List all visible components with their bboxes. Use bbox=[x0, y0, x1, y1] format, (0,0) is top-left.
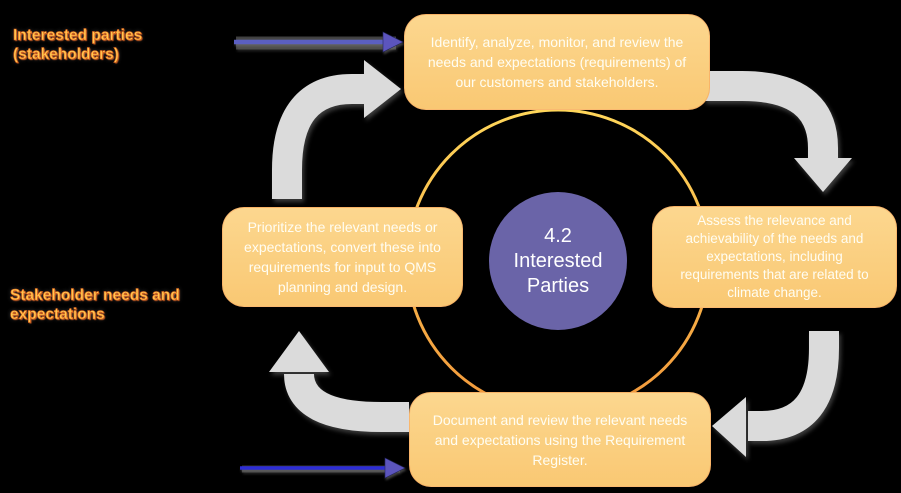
cycle-arrow-right-to-bottom-body bbox=[748, 331, 839, 441]
label-pointer-arrow-top bbox=[234, 31, 404, 53]
cycle-arrow-left-to-top bbox=[272, 60, 401, 199]
cycle-arrow-bottom-to-left bbox=[269, 331, 409, 432]
label-interested-parties: Interested parties(stakeholders) bbox=[13, 27, 143, 64]
cycle-arrow-right-to-bottom-head bbox=[712, 397, 746, 457]
cycle-arrow-right-to-bottom bbox=[712, 331, 839, 457]
label-pointer-arrow-bottom bbox=[240, 457, 406, 479]
cycle-arrow-top-to-right-body bbox=[704, 71, 838, 160]
cycle-arrow-bottom-to-left-body bbox=[284, 372, 409, 432]
cycle-arrow-left-to-top-head bbox=[364, 60, 401, 118]
step-box-identify: Identify, analyze, monitor, and review t… bbox=[404, 14, 710, 110]
label-pointer-arrow-bottom-head bbox=[384, 457, 406, 479]
label-pointer-arrow-top-head bbox=[382, 31, 404, 53]
cycle-arrow-top-to-right bbox=[704, 71, 852, 192]
cycle-arrow-bottom-to-left-head bbox=[269, 331, 329, 372]
cycle-arrow-left-to-top-body bbox=[272, 74, 366, 199]
cycle-arrow-top-to-right-head bbox=[794, 158, 852, 192]
step-box-identify-text: Identify, analyze, monitor, and review t… bbox=[427, 34, 687, 90]
